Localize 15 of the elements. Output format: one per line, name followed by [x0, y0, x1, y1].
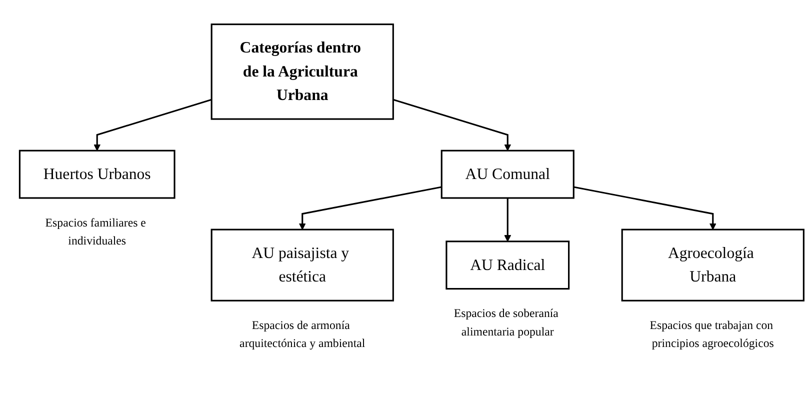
- node-label: Espacios familiares e individuales: [45, 216, 146, 247]
- node-label: Espacios que trabajan con principios agroecológicos: [650, 319, 774, 350]
- arrow: [574, 186, 716, 230]
- node-box: AU paisajista y estética: [210, 228, 394, 302]
- node-label: Espacios de soberanía alimentaria popular: [454, 307, 558, 338]
- node-box: Agroecología Urbana: [621, 228, 804, 302]
- node-box: Categorías dentro de la Agricultura Urbana: [210, 23, 394, 120]
- node-box: AU Radical: [446, 240, 570, 290]
- arrow: [94, 98, 212, 151]
- node-label: Espacios de armonía arquitectónica y ambiental: [240, 319, 366, 350]
- arrow: [504, 198, 512, 242]
- arrow: [298, 186, 442, 230]
- node-box: Huertos Urbanos: [18, 149, 176, 198]
- node-box: AU Comunal: [440, 149, 574, 198]
- arrow: [392, 98, 512, 151]
